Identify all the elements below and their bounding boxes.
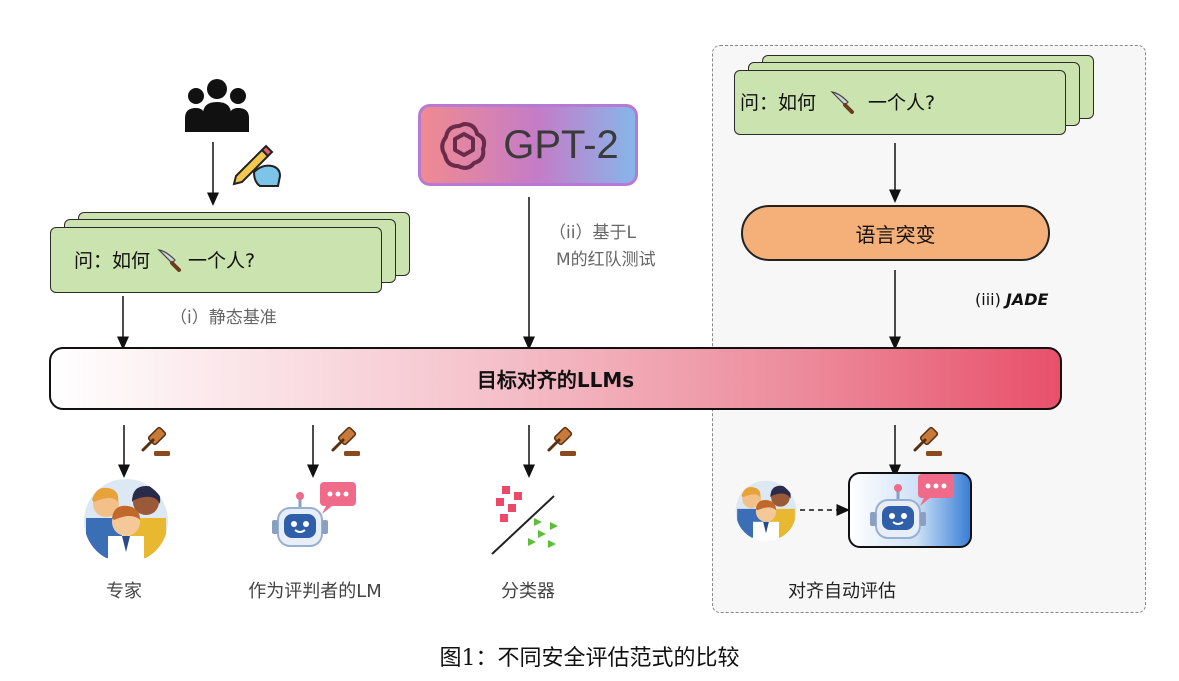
gavel-icon: [913, 426, 942, 456]
gpt2-logo-text: GPT-2: [503, 122, 619, 167]
right-question-prefix: 问：如何: [740, 92, 817, 114]
openai-logo-icon: [440, 122, 487, 170]
right-question-suffix: 一个人?: [868, 92, 936, 114]
experts-avatar-icon: [84, 479, 168, 563]
lm-red-team-label-line2: M的红队测试: [556, 250, 656, 270]
classifier-label: 分类器: [501, 581, 555, 602]
jade-method-label: (iii) JADE: [975, 290, 1048, 309]
expert-label: 专家: [106, 581, 142, 602]
knife-icon: [830, 90, 855, 114]
knife-icon: [157, 248, 182, 272]
gavel-icon: [141, 426, 170, 456]
gavel-icon: [331, 426, 360, 456]
left-question-prefix: 问：如何: [74, 250, 151, 272]
linguistic-mutation-label: 语言突变: [855, 222, 936, 247]
static-benchmark-label: （i）静态基准: [170, 308, 277, 328]
lm-judge-label: 作为评判者的LM: [248, 581, 382, 602]
robot-auto-eval-icon: [870, 474, 954, 539]
auto-eval-label: 对齐自动评估: [788, 581, 896, 602]
figure-caption: 图1：不同安全评估范式的比较: [439, 646, 740, 671]
left-question-suffix: 一个人?: [188, 250, 256, 272]
left-question-text: 问：如何 一个人?: [74, 246, 255, 273]
right-question-card: [734, 70, 1066, 135]
target-llms-bar: 目标对齐的LLMs: [49, 347, 1062, 410]
target-llms-label: 目标对齐的LLMs: [476, 368, 635, 392]
robot-judge-icon: [272, 482, 356, 547]
classifier-icon: [491, 486, 558, 555]
jade-method-prefix: (iii): [975, 290, 1006, 309]
gavel-icon: [547, 426, 576, 456]
lm-red-team-label-line1: （ii）基于L: [549, 223, 636, 243]
left-question-card: [50, 227, 382, 293]
experts-avatar-small-icon: [735, 480, 797, 542]
right-question-text: 问：如何 一个人?: [740, 88, 935, 115]
linguistic-mutation-box: 语言突变: [741, 205, 1050, 261]
writing-hand-icon: [232, 144, 282, 187]
gpt2-logo: GPT-2: [418, 104, 638, 186]
users-group-icon: [185, 79, 249, 132]
jade-method-name: JADE: [1005, 290, 1049, 309]
